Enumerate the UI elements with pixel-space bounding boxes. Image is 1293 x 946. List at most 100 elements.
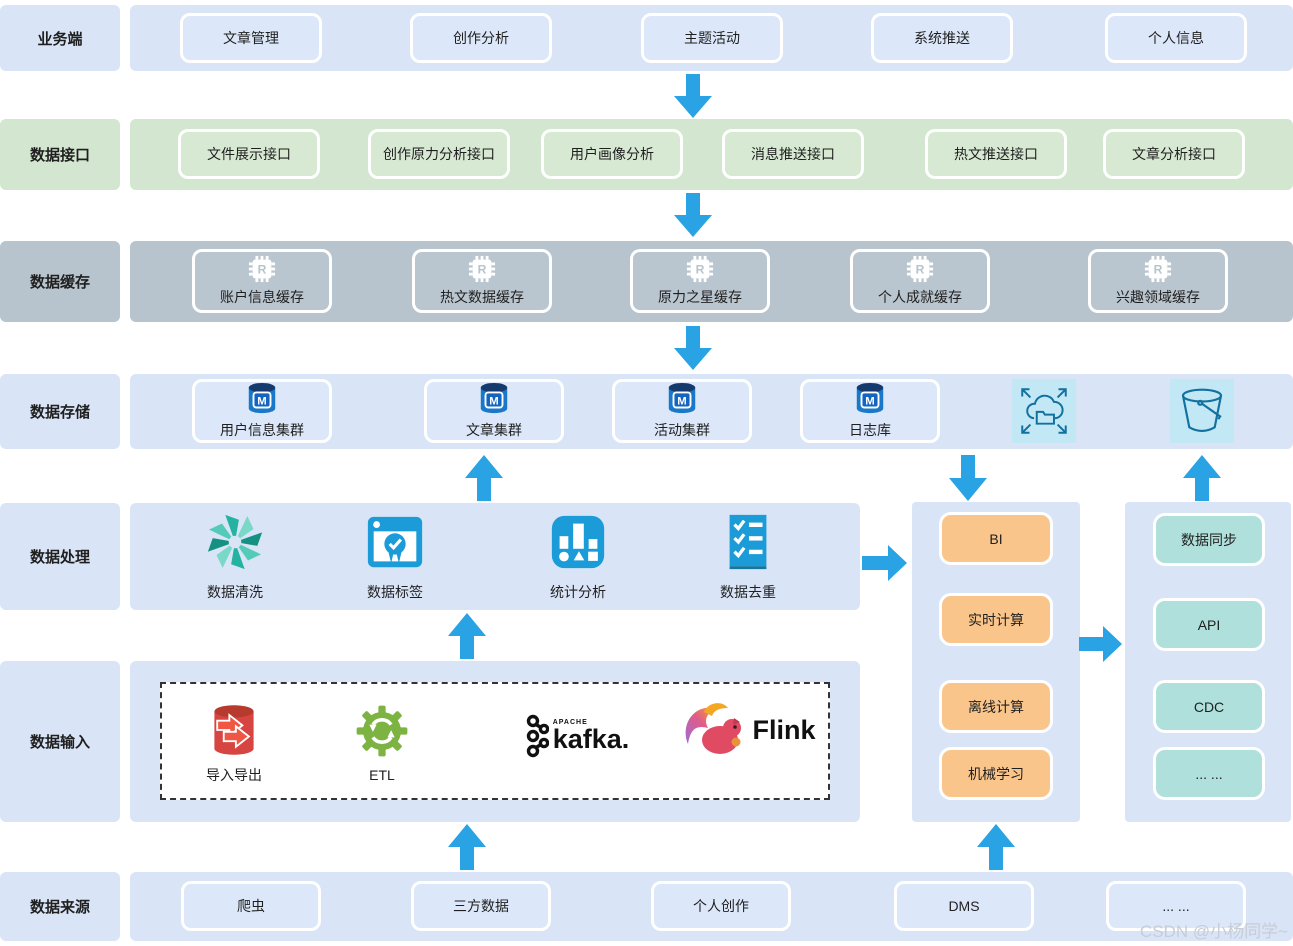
layer-label-processing: 数据处理 <box>0 503 120 610</box>
input-tools-group: 导入导出 <box>160 682 830 800</box>
node-creation-analysis: 创作分析 <box>410 13 552 63</box>
storage-node-label: 日志库 <box>849 422 891 438</box>
cloud-storage-icon <box>1012 379 1076 443</box>
layer-label-cache: 数据缓存 <box>0 241 120 322</box>
input-node-etl: ETL <box>322 702 442 783</box>
arrow-down-icon <box>673 193 713 237</box>
kafka-logo: APACHE kafka. <box>525 714 630 758</box>
node-message-push-api: 消息推送接口 <box>722 129 864 179</box>
input-node-label: 导入导出 <box>206 767 262 783</box>
storage-node-label: 文章集群 <box>466 422 522 438</box>
redis-chip-icon: R <box>686 255 714 286</box>
processing-node-stats: 统计分析 <box>513 511 643 602</box>
node-data-sync: 数据同步 <box>1153 513 1265 566</box>
dedup-checklist-icon <box>717 511 779 576</box>
svg-text:R: R <box>478 263 487 277</box>
node-sync-more: ... ... <box>1153 747 1265 800</box>
svg-text:M: M <box>489 396 498 408</box>
mongodb-icon: M <box>850 382 890 419</box>
svg-text:R: R <box>696 263 705 277</box>
redis-chip-icon: R <box>1144 255 1172 286</box>
layer-label-business: 业务端 <box>0 5 120 71</box>
input-node-label: ETL <box>369 767 395 783</box>
node-system-push: 系统推送 <box>871 13 1013 63</box>
node-third-party-data: 三方数据 <box>411 881 551 931</box>
processing-node-dedup: 数据去重 <box>683 511 813 602</box>
redis-chip-icon: R <box>468 255 496 286</box>
storage-node-user-cluster: M 用户信息集群 <box>192 379 332 443</box>
arrow-up-icon <box>1182 455 1222 501</box>
cache-node-interest: R 兴趣领域缓存 <box>1088 249 1228 313</box>
kafka-label-text: kafka. <box>552 724 630 754</box>
node-force-analysis-api: 创作原力分析接口 <box>368 129 510 179</box>
node-bi: BI <box>939 512 1053 565</box>
layer-label-storage: 数据存储 <box>0 374 120 449</box>
import-export-icon <box>204 702 264 761</box>
cache-node-label: 账户信息缓存 <box>220 289 304 305</box>
node-topic-activity: 主题活动 <box>641 13 783 63</box>
storage-node-activity-cluster: M 活动集群 <box>612 379 752 443</box>
input-node-import-export: 导入导出 <box>174 702 294 785</box>
processing-node-clean: 数据清洗 <box>170 511 300 602</box>
node-user-profile-api: 用户画像分析 <box>541 129 683 179</box>
arrow-down-icon <box>948 455 988 501</box>
cache-node-force-star: R 原力之星缓存 <box>630 249 770 313</box>
cache-node-achievement: R 个人成就缓存 <box>850 249 990 313</box>
arrow-right-icon <box>1079 625 1123 663</box>
node-dms: DMS <box>894 881 1034 931</box>
node-machine-learning: 机械学习 <box>939 747 1053 800</box>
node-offline-compute: 离线计算 <box>939 680 1053 733</box>
layer-label-input: 数据输入 <box>0 661 120 822</box>
etl-gear-icon <box>353 702 411 763</box>
stats-analysis-icon <box>547 511 609 576</box>
processing-node-tag: 数据标签 <box>330 511 460 602</box>
node-article-analysis-api: 文章分析接口 <box>1103 129 1245 179</box>
node-personal-creation: 个人创作 <box>651 881 791 931</box>
arrow-down-icon <box>673 74 713 118</box>
node-cdc: CDC <box>1153 680 1265 733</box>
input-node-kafka: APACHE kafka. <box>507 714 647 758</box>
cache-node-hot: R 热文数据缓存 <box>412 249 552 313</box>
cache-node-label: 热文数据缓存 <box>440 289 524 305</box>
input-node-flink: Flink <box>667 698 827 762</box>
data-clean-icon <box>204 511 266 576</box>
row-cache: R 账户信息缓存 R 热文数据缓存 R 原力之星缓存 R 个人成就缓存 R <box>130 241 1293 322</box>
bucket-icon <box>1170 379 1234 443</box>
storage-node-label: 用户信息集群 <box>220 422 304 438</box>
node-hot-push-api: 热文推送接口 <box>925 129 1067 179</box>
svg-text:M: M <box>677 396 686 408</box>
storage-node-log-db: M 日志库 <box>800 379 940 443</box>
row-storage: M 用户信息集群 M 文章集群 M 活动集群 M 日志库 <box>130 374 1293 449</box>
redis-chip-icon: R <box>248 255 276 286</box>
node-realtime-compute: 实时计算 <box>939 593 1053 646</box>
kafka-brand-text: APACHE <box>552 719 588 726</box>
arrow-up-icon <box>464 455 504 501</box>
panel-compute: BI 实时计算 离线计算 机械学习 <box>912 502 1080 822</box>
processing-node-label: 数据去重 <box>720 584 776 600</box>
mongodb-icon: M <box>662 382 702 419</box>
row-processing: 数据清洗 数据标签 <box>130 503 860 610</box>
arrow-right-icon <box>862 544 908 582</box>
mongodb-icon: M <box>242 382 282 419</box>
panel-sync: 数据同步 API CDC ... ... <box>1125 502 1291 822</box>
svg-text:M: M <box>257 396 266 408</box>
arrow-down-icon <box>673 326 713 370</box>
row-input: 导入导出 <box>130 661 860 822</box>
node-file-display-api: 文件展示接口 <box>178 129 320 179</box>
processing-node-label: 数据标签 <box>367 584 423 600</box>
data-tag-icon <box>364 511 426 576</box>
node-api: API <box>1153 598 1265 651</box>
row-source: 爬虫 三方数据 个人创作 DMS ... ... <box>130 872 1293 941</box>
mongodb-icon: M <box>474 382 514 419</box>
flink-logo: Flink <box>678 698 816 762</box>
node-article-manage: 文章管理 <box>180 13 322 63</box>
arrow-up-icon <box>447 824 487 870</box>
cache-node-label: 个人成就缓存 <box>878 289 962 305</box>
redis-chip-icon: R <box>906 255 934 286</box>
arrow-up-icon <box>447 613 487 659</box>
processing-node-label: 数据清洗 <box>207 584 263 600</box>
watermark: CSDN @小杨同学~ <box>1139 922 1288 941</box>
svg-text:R: R <box>916 263 925 277</box>
node-personal-info: 个人信息 <box>1105 13 1247 63</box>
